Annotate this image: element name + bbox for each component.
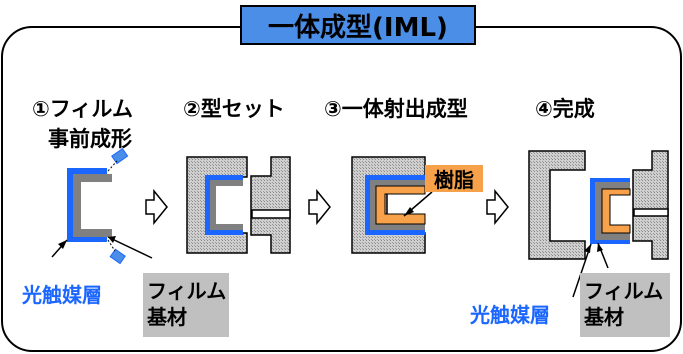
- film-base-label-1b: 基材: [147, 305, 187, 329]
- film-edge-top: [111, 148, 129, 165]
- process-arrow-1: [145, 188, 168, 226]
- step1-label-line1: ①フィルム: [32, 97, 133, 121]
- film-base-label-2a: フィルム: [584, 279, 664, 303]
- step4-label: ④完成: [535, 97, 595, 121]
- title-box: 一体成型(IML): [240, 5, 476, 45]
- step4-complete: [528, 150, 669, 298]
- film-base-label-1a: フィルム: [147, 279, 227, 303]
- photocatalyst-label-2: 光触媒層: [470, 303, 550, 327]
- step2-label: ②型セット: [183, 97, 285, 121]
- photocatalyst-label-1: 光触媒層: [22, 283, 102, 307]
- step3-injection: [351, 156, 433, 254]
- resin-box: 樹脂: [425, 165, 483, 192]
- film-base-box-1: フィルム 基材: [143, 273, 229, 337]
- step2-mold: [186, 156, 291, 254]
- step1-film: [51, 148, 153, 265]
- process-arrow-2: [308, 188, 331, 226]
- process-arrow-3: [486, 188, 509, 226]
- pointer-filmbase-1: [107, 236, 153, 259]
- film-edge-bottom: [109, 248, 126, 265]
- step1-label-line2: 事前成形: [48, 127, 132, 151]
- pointer-photocatalyst-2: [572, 243, 592, 298]
- film-base-label-2b: 基材: [584, 305, 624, 329]
- film-base-box-2: フィルム 基材: [580, 273, 670, 337]
- page-title: 一体成型(IML): [268, 12, 448, 43]
- step3-label: ③一体射出成型: [324, 97, 468, 121]
- resin-label: 樹脂: [434, 168, 474, 192]
